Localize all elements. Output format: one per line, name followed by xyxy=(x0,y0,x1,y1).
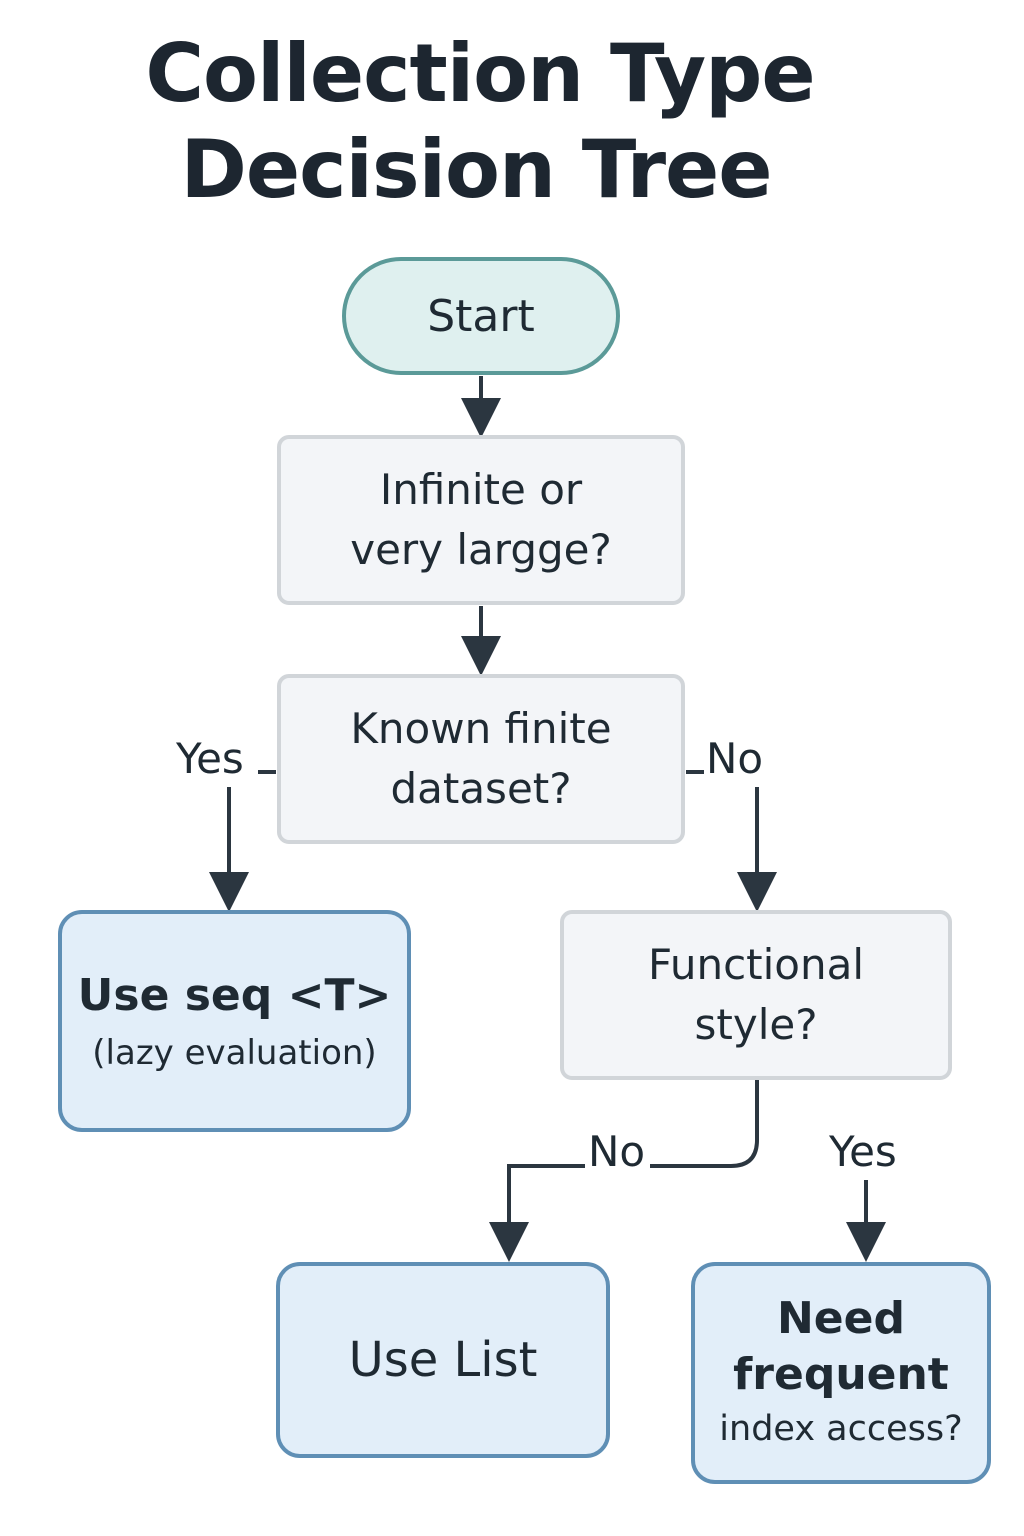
infinite-question-line-1: Infinite or xyxy=(379,465,583,514)
need-index-line-3: index access? xyxy=(719,1409,963,1449)
edge-label-functional-yes: Yes xyxy=(829,1127,897,1176)
finite-question-node: Known finite dataset? xyxy=(277,674,685,844)
need-index-line-1: Need xyxy=(776,1293,905,1344)
functional-question-line-2: style? xyxy=(694,1000,818,1049)
use-seq-node: Use seq <T> (lazy evaluation) xyxy=(58,910,411,1132)
edge-label-finite-no: No xyxy=(706,734,764,783)
finite-question-line-1: Known finite xyxy=(350,704,612,753)
arrow-functional-no-to-list-lower xyxy=(489,1164,585,1262)
start-label: Start xyxy=(427,290,535,342)
diagram-title-line-2: Decision Tree xyxy=(180,123,772,216)
infinite-question-node: Infinite or very largge? xyxy=(277,435,685,605)
finite-question-line-2: dataset? xyxy=(390,764,572,813)
edge-label-functional-no: No xyxy=(588,1127,646,1176)
infinite-question-line-2: very largge? xyxy=(350,525,612,574)
functional-question-line-1: Functional xyxy=(647,940,865,989)
diagram-title-line-1: Collection Type xyxy=(145,27,815,120)
use-list-label: Use List xyxy=(348,1332,538,1388)
need-index-node: Need frequent index access? xyxy=(691,1262,991,1484)
need-index-line-2: frequent xyxy=(733,1349,949,1400)
functional-question-node: Functional style? xyxy=(560,910,952,1080)
edge-label-finite-yes: Yes xyxy=(176,734,244,783)
start-node: Start xyxy=(342,257,620,375)
use-seq-sublabel: (lazy evaluation) xyxy=(92,1033,377,1073)
arrow-functional-no-to-list xyxy=(650,1080,759,1168)
use-seq-label: Use seq <T> xyxy=(77,970,392,1021)
use-list-node: Use List xyxy=(276,1262,610,1458)
